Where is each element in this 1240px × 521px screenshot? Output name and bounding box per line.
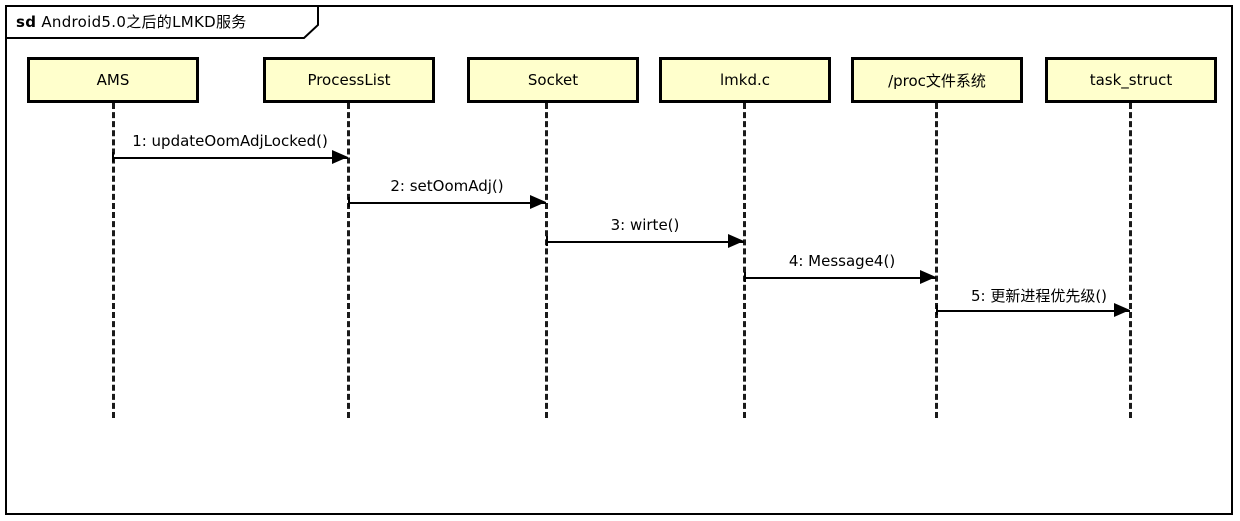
lifeline-header-proc[interactable]: /proc文件系统 bbox=[851, 57, 1023, 103]
lifeline-label-task: task_struct bbox=[1089, 71, 1173, 89]
message-5-arrowhead bbox=[1114, 303, 1130, 317]
message-1-line bbox=[112, 157, 348, 159]
message-2-line bbox=[348, 202, 546, 204]
lifeline-header-socket[interactable]: Socket bbox=[467, 57, 639, 103]
lifeline-header-ams[interactable]: AMS bbox=[27, 57, 199, 103]
message-5-label: 5: 更新进程优先级() bbox=[970, 287, 1108, 305]
lifeline-lmkd bbox=[743, 103, 746, 418]
lifeline-label-processlist: ProcessList bbox=[307, 71, 391, 89]
message-2-label: 2: setOomAdj() bbox=[390, 177, 504, 195]
message-3-arrowhead bbox=[728, 234, 744, 248]
message-5-line bbox=[936, 310, 1130, 312]
lifeline-header-processlist[interactable]: ProcessList bbox=[263, 57, 435, 103]
lifeline-processlist bbox=[347, 103, 350, 418]
frame-keyword: sd bbox=[16, 13, 37, 31]
frame-label-tab bbox=[5, 5, 319, 39]
message-1-label: 1: updateOomAdjLocked() bbox=[132, 132, 328, 150]
message-4-line bbox=[744, 277, 936, 279]
frame-title: Android5.0之后的LMKD服务 bbox=[41, 13, 247, 31]
frame-label-text: sd Android5.0之后的LMKD服务 bbox=[16, 11, 247, 32]
message-2-arrowhead bbox=[530, 195, 546, 209]
lifeline-header-task[interactable]: task_struct bbox=[1045, 57, 1217, 103]
message-3-line bbox=[546, 241, 744, 243]
message-4-label: 4: Message4() bbox=[788, 252, 896, 270]
message-4-arrowhead bbox=[920, 270, 936, 284]
lifeline-proc bbox=[935, 103, 938, 418]
lifeline-header-lmkd[interactable]: lmkd.c bbox=[659, 57, 831, 103]
lifeline-label-ams: AMS bbox=[96, 71, 130, 89]
lifeline-label-socket: Socket bbox=[527, 71, 579, 89]
message-3-label: 3: wirte() bbox=[610, 216, 680, 234]
message-1-arrowhead bbox=[332, 150, 348, 164]
lifeline-socket bbox=[545, 103, 548, 418]
lifeline-label-lmkd: lmkd.c bbox=[719, 71, 770, 89]
lifeline-task bbox=[1129, 103, 1132, 418]
lifeline-ams bbox=[112, 103, 115, 418]
lifeline-label-proc: /proc文件系统 bbox=[888, 71, 986, 90]
